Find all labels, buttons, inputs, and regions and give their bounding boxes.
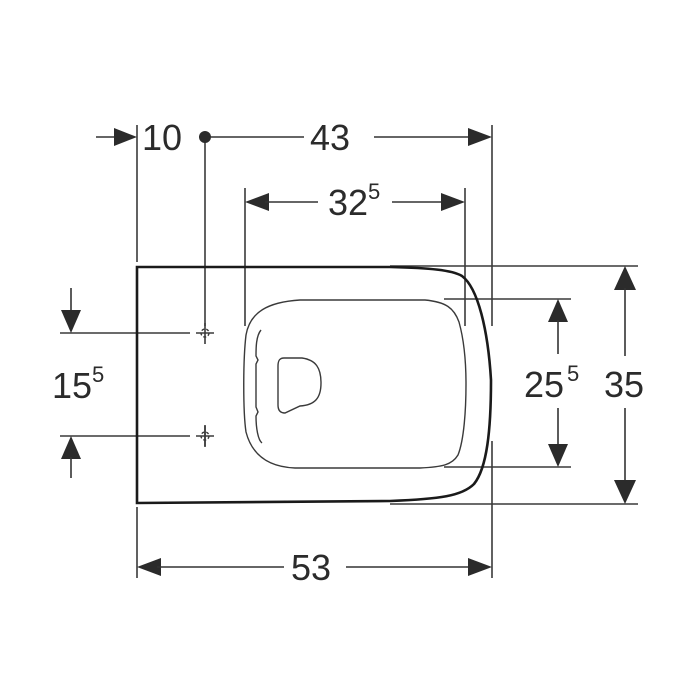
dimension-25-5: 25 5 bbox=[524, 299, 579, 467]
dim-label-15: 15 bbox=[52, 365, 92, 406]
fixing-bolt-lower bbox=[196, 426, 214, 447]
lid-handle-icon bbox=[277, 357, 322, 414]
dimension-10: 10 bbox=[96, 117, 211, 158]
dim-sup-15: 5 bbox=[92, 362, 104, 387]
arrow-right-icon bbox=[468, 558, 492, 576]
dimension-35: 35 bbox=[604, 266, 644, 504]
dimension-43: 43 bbox=[211, 117, 492, 158]
dim-label-43: 43 bbox=[310, 117, 350, 158]
arrow-right-icon bbox=[441, 193, 465, 211]
arrow-down-icon bbox=[61, 310, 81, 333]
arrow-up-icon bbox=[548, 299, 568, 322]
arrow-right-icon bbox=[468, 128, 492, 146]
seat-lid-outline bbox=[243, 299, 467, 469]
dim-sup-25: 5 bbox=[567, 361, 579, 386]
dim-sup-32: 5 bbox=[368, 179, 380, 204]
dimension-15-5: 15 5 bbox=[52, 288, 104, 478]
arrow-left-icon bbox=[245, 193, 269, 211]
dim-label-35: 35 bbox=[604, 364, 644, 405]
arrow-down-icon bbox=[614, 480, 636, 504]
extension-lines bbox=[60, 125, 638, 578]
dim-label-32: 32 bbox=[328, 182, 368, 223]
dim-label-53: 53 bbox=[291, 547, 331, 588]
arrow-up-icon bbox=[61, 436, 81, 459]
dimension-53: 53 bbox=[137, 547, 492, 588]
reference-dot bbox=[199, 131, 211, 143]
arrow-up-icon bbox=[614, 266, 636, 290]
arrow-down-icon bbox=[548, 444, 568, 467]
dimension-32-5: 32 5 bbox=[245, 179, 465, 223]
arrow-right-icon bbox=[114, 128, 137, 146]
bowl-body-outline bbox=[135, 265, 493, 505]
dim-label-25: 25 bbox=[524, 364, 564, 405]
dim-label-10: 10 bbox=[142, 117, 182, 158]
arrow-left-icon bbox=[137, 558, 161, 576]
seat-hinge-bracket bbox=[255, 329, 263, 444]
fixing-bolt-upper bbox=[196, 323, 214, 344]
